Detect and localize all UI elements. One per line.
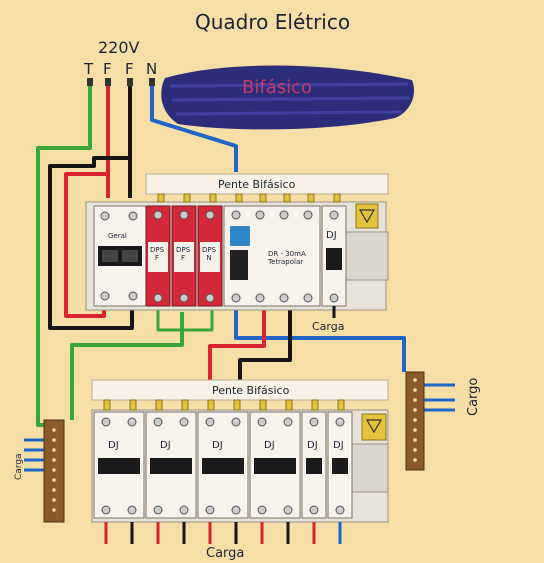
wiring xyxy=(24,82,455,472)
bottom-comb-label: Pente Bifásico xyxy=(212,384,290,397)
bottom-rail-end xyxy=(349,443,389,493)
dj-label-5: DJ xyxy=(307,440,318,451)
bottom-ground-terminal xyxy=(361,413,387,441)
top-ground-terminal xyxy=(355,203,379,229)
dr-module xyxy=(223,205,321,307)
dj-label-2: DJ xyxy=(160,440,171,451)
dj-label-1: DJ xyxy=(108,440,119,451)
cargo-label-right: Cargo xyxy=(466,377,481,416)
top-comb-label: Pente Bifásico xyxy=(218,178,296,191)
dj-label-6: DJ xyxy=(333,440,344,451)
voltage-label: 220V xyxy=(98,38,140,57)
bifasico-label: Bifásico xyxy=(242,77,313,98)
dj-label-4: DJ xyxy=(264,440,275,451)
carga-label-left: Carga xyxy=(14,453,24,480)
brush-stroke xyxy=(161,65,415,130)
wire-label-t: T xyxy=(84,60,94,78)
top-comb-bar xyxy=(145,173,389,195)
carga-label-top: Carga xyxy=(312,320,345,333)
wire-label-n: N xyxy=(146,60,158,78)
terminal-bars xyxy=(43,371,425,523)
bottom-breakers xyxy=(93,411,353,519)
wire-label-f1: F xyxy=(103,60,112,78)
diagram-title: Quadro Elétrico xyxy=(195,10,351,34)
carga-label-bottom: Carga xyxy=(206,546,245,561)
top-rail-end xyxy=(343,231,389,281)
load-output-wires xyxy=(104,306,342,544)
input-wire-studs xyxy=(87,78,155,86)
dj-label-3: DJ xyxy=(212,440,223,451)
top-dj-label: DJ xyxy=(326,230,337,241)
main-breaker-label: Geral xyxy=(108,232,127,240)
dps-modules xyxy=(145,205,223,307)
main-breaker xyxy=(93,205,147,307)
wire-label-f2: F xyxy=(125,60,134,78)
top-right-breaker xyxy=(321,205,347,307)
comb-pins xyxy=(103,193,345,411)
